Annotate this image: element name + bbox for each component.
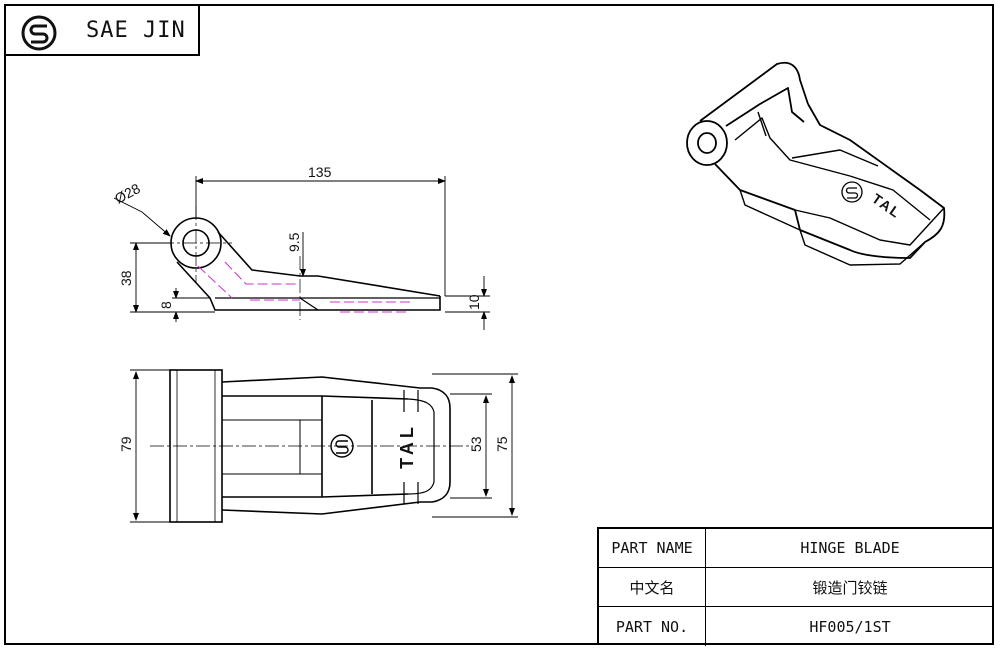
drawing-border <box>4 4 994 645</box>
title-row-chinese-name: 中文名 锻造门铰链 <box>599 568 994 607</box>
title-row-part-no: PART NO. HF005/1ST <box>599 607 994 646</box>
dim-base: 8 <box>158 301 174 309</box>
iso-eye-hole <box>697 132 717 154</box>
top-view-dimensions <box>130 369 518 523</box>
dim-outer: 75 <box>494 436 510 452</box>
blade-outline-top <box>217 231 441 297</box>
top-view <box>150 369 470 523</box>
part-no-label: PART NO. <box>599 607 706 646</box>
iso-eye-outer <box>686 120 728 166</box>
top-view-marking: TAL <box>397 423 417 469</box>
chinese-name-label: 中文名 <box>599 568 706 606</box>
dim-step: 9.5 <box>286 232 302 252</box>
blade-outline-outer <box>221 376 451 515</box>
logo-box: SAE JIN <box>4 4 200 56</box>
title-block: PART NAME HINGE BLADE 中文名 锻造门铰链 PART NO.… <box>597 527 994 646</box>
dim-inner: 53 <box>468 436 484 452</box>
side-view <box>160 206 441 320</box>
isometric-view <box>686 61 946 266</box>
iso-badge-logo-icon <box>841 181 863 203</box>
dim-width: 79 <box>118 436 134 452</box>
hidden-lines <box>197 261 410 313</box>
company-name: SAE JIN <box>86 18 186 43</box>
blade-outline-bottom <box>176 261 441 311</box>
sae-jin-logo-icon <box>21 15 57 51</box>
title-row-part-name: PART NAME HINGE BLADE <box>599 529 994 568</box>
dim-height: 38 <box>118 270 134 286</box>
part-name-label: PART NAME <box>599 529 706 567</box>
part-no-value: HF005/1ST <box>809 617 891 636</box>
side-view-dimensions <box>113 176 490 330</box>
part-name-value: HINGE BLADE <box>800 539 900 557</box>
dim-hole: Ø28 <box>112 180 143 207</box>
dim-length: 135 <box>308 164 332 180</box>
chinese-name-value: 锻造门铰链 <box>812 578 888 597</box>
dim-tip: 10 <box>466 294 482 310</box>
